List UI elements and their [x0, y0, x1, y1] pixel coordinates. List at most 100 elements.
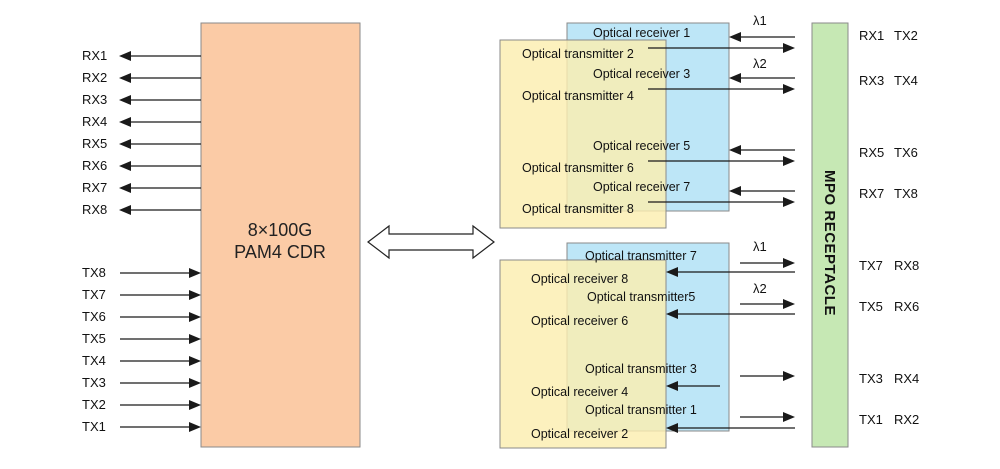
lower-receiver-label: Optical receiver 8	[531, 272, 628, 286]
cdr-tx-labels: TX8 TX7 TX6 TX5 TX4 TX3 TX2 TX1	[82, 265, 106, 434]
port-label-right: TX8	[894, 186, 918, 201]
cdr-section: 8×100G PAM4 CDR RX1 RX2 RX3 RX4 RX5 RX6 …	[82, 22, 361, 448]
tx-arrow-head	[189, 290, 201, 300]
lower-tx-arrowhead	[783, 299, 795, 309]
upper-rx-arrowhead	[729, 32, 741, 42]
upper-lambda-label: λ1	[753, 13, 767, 28]
port-label-right: RX6	[894, 299, 919, 314]
upper-rx-arrowhead	[729, 145, 741, 155]
port-labels: RX1 TX2 RX3 TX4 RX5 TX6 RX7 TX8 TX7 RX8 …	[859, 28, 919, 427]
port-label-right: TX2	[894, 28, 918, 43]
upper-tx-arrowhead	[783, 84, 795, 94]
upper-receiver-label: Optical receiver 5	[593, 139, 690, 153]
bidirectional-arrow-icon	[367, 224, 495, 260]
upper-transmitter-label: Optical transmitter 2	[522, 47, 634, 61]
upper-lambda-label: λ2	[753, 56, 767, 71]
upper-transmitter-box	[499, 39, 667, 229]
mpo-receptacle	[811, 22, 849, 448]
cdr-rx-outputs	[119, 51, 201, 215]
tx-arrow-head	[189, 400, 201, 410]
rx-label: RX7	[82, 180, 107, 195]
upper-tx-arrowhead	[783, 43, 795, 53]
upper-receiver-label: Optical receiver 7	[593, 180, 690, 194]
rx-arrow-head	[119, 161, 131, 171]
rx-arrow-head	[119, 139, 131, 149]
lower-transmitter-label: Optical transmitter 7	[585, 249, 697, 263]
lower-receiver-label: Optical receiver 2	[531, 427, 628, 441]
port-label-left: RX5	[859, 145, 884, 160]
port-label-right: RX8	[894, 258, 919, 273]
rx-arrow-head	[119, 95, 131, 105]
cdr-block	[200, 22, 361, 448]
upper-transmitter-label: Optical transmitter 8	[522, 202, 634, 216]
rx-label: RX6	[82, 158, 107, 173]
lower-tx-arrowhead	[783, 412, 795, 422]
lower-transmitter-label: Optical transmitter 1	[585, 403, 697, 417]
tx-label: TX3	[82, 375, 106, 390]
mpo-label: MPO RECEPTACLE	[821, 170, 838, 316]
tx-label: TX2	[82, 397, 106, 412]
tx-label: TX6	[82, 309, 106, 324]
lower-receiver-box	[499, 259, 667, 449]
upper-tx-arrowhead	[783, 197, 795, 207]
tx-label: TX8	[82, 265, 106, 280]
tx-label: TX4	[82, 353, 106, 368]
lower-rx-arrowhead	[666, 267, 678, 277]
upper-transmitter-label: Optical transmitter 6	[522, 161, 634, 175]
lower-receiver-label: Optical receiver 4	[531, 385, 628, 399]
rx-label: RX2	[82, 70, 107, 85]
lower-lambda-label: λ1	[753, 239, 767, 254]
upper-receiver-label: Optical receiver 3	[593, 67, 690, 81]
rx-arrow-head	[119, 73, 131, 83]
mpo-section: MPO RECEPTACLE	[811, 22, 849, 448]
rx-label: RX3	[82, 92, 107, 107]
rx-label: RX4	[82, 114, 107, 129]
rx-arrow-head	[119, 183, 131, 193]
rx-label: RX8	[82, 202, 107, 217]
rx-arrow-head	[119, 51, 131, 61]
port-label-left: TX7	[859, 258, 883, 273]
rx-arrow-head	[119, 205, 131, 215]
upper-tx-arrowhead	[783, 156, 795, 166]
port-label-right: RX2	[894, 412, 919, 427]
port-label-left: TX1	[859, 412, 883, 427]
lower-optical-group: Optical transmitter 7 Optical transmitte…	[499, 239, 795, 449]
tx-arrow-head	[189, 334, 201, 344]
tx-arrow-head	[189, 356, 201, 366]
upper-rx-arrowhead	[729, 186, 741, 196]
cdr-rx-labels: RX1 RX2 RX3 RX4 RX5 RX6 RX7 RX8	[82, 48, 107, 217]
tx-arrow-head	[189, 378, 201, 388]
upper-transmitter-label: Optical transmitter 4	[522, 89, 634, 103]
lower-rx-arrowhead	[666, 423, 678, 433]
tx-label: TX1	[82, 419, 106, 434]
rx-label: RX5	[82, 136, 107, 151]
lower-rx-arrowhead	[666, 381, 678, 391]
port-label-left: RX7	[859, 186, 884, 201]
lower-tx-arrowhead	[783, 371, 795, 381]
tx-arrow-head	[189, 268, 201, 278]
tx-label: TX7	[82, 287, 106, 302]
port-label-left: RX3	[859, 73, 884, 88]
port-label-left: TX5	[859, 299, 883, 314]
tx-label: TX5	[82, 331, 106, 346]
upper-receiver-label: Optical receiver 1	[593, 26, 690, 40]
cdr-title-line2: PAM4 CDR	[234, 242, 326, 262]
rx-arrow-head	[119, 117, 131, 127]
upper-rx-arrowhead	[729, 73, 741, 83]
port-label-right: TX4	[894, 73, 918, 88]
lower-tx-arrowhead	[783, 258, 795, 268]
port-label-left: TX3	[859, 371, 883, 386]
upper-optical-group: Optical receiver 1 Optical receiver 3 Op…	[499, 13, 795, 229]
cdr-tx-inputs	[120, 268, 201, 432]
lower-transmitter-label: Optical transmitter 3	[585, 362, 697, 376]
port-label-right: TX6	[894, 145, 918, 160]
lower-rx-arrowhead	[666, 309, 678, 319]
cdr-title-line1: 8×100G	[248, 220, 313, 240]
lower-receiver-label: Optical receiver 6	[531, 314, 628, 328]
lower-transmitter-label: Optical transmitter5	[587, 290, 695, 304]
rx-label: RX1	[82, 48, 107, 63]
tx-arrow-head	[189, 312, 201, 322]
port-label-right: RX4	[894, 371, 919, 386]
lower-lambda-label: λ2	[753, 281, 767, 296]
